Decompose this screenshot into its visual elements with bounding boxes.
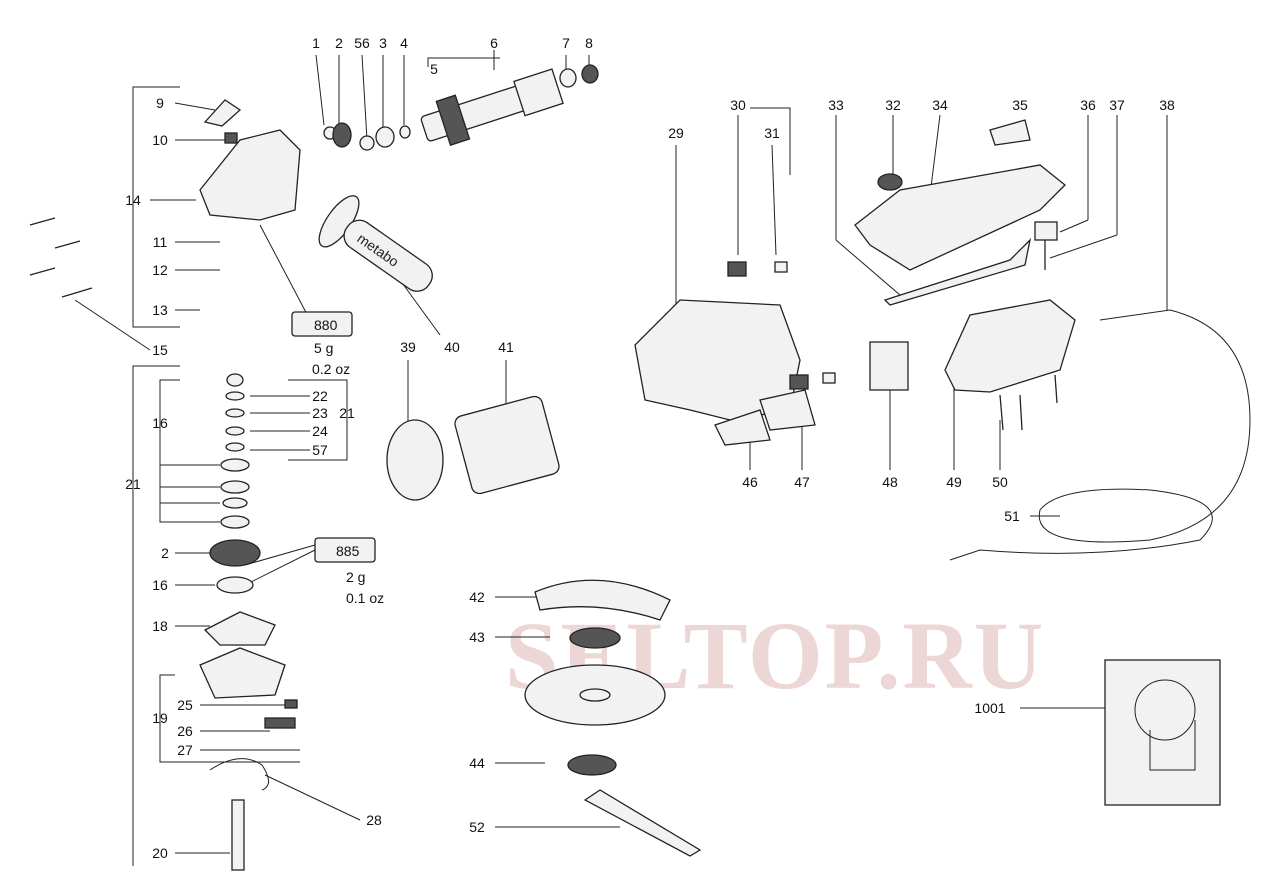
grease-tube-880: 880: [291, 311, 353, 337]
part-label-11: 11: [153, 234, 168, 250]
part-label-47: 47: [794, 474, 810, 490]
lever-part: [203, 99, 242, 127]
part-label-28: 28: [366, 812, 382, 828]
switch: [869, 341, 909, 391]
part-label-12: 12: [152, 262, 168, 278]
part-label-57: 57: [312, 442, 328, 458]
part-label-1001: 1001: [974, 700, 1005, 716]
tube-885-amount-oz: 0.1 oz: [346, 590, 384, 606]
part-label-7: 7: [562, 35, 570, 51]
wheel-guard: [534, 579, 671, 621]
bevel-gear: [209, 539, 261, 567]
part-label-22: 22: [312, 388, 328, 404]
part-label-26: 26: [177, 723, 193, 739]
tube-880-amount-g: 5 g: [314, 340, 333, 356]
part-label-23: 23: [312, 405, 328, 421]
part-label-33: 33: [828, 97, 844, 113]
part-label-1: 1: [312, 35, 320, 51]
part-label-20: 20: [152, 845, 168, 861]
part-label-13: 13: [152, 302, 168, 318]
part-label-16a: 16: [152, 415, 168, 431]
screws: [29, 217, 93, 298]
part-label-36: 36: [1080, 97, 1096, 113]
part-label-19: 19: [152, 710, 168, 726]
part-label-6: 6: [490, 35, 498, 51]
part-label-25: 25: [177, 697, 193, 713]
part-label-8: 8: [585, 35, 593, 51]
part-label-42: 42: [469, 589, 485, 605]
fan-baffle: [386, 419, 444, 501]
part-label-37: 37: [1109, 97, 1125, 113]
part-label-10: 10: [152, 132, 168, 148]
tube-885-code: 885: [336, 543, 360, 559]
bearing-flange: [199, 647, 286, 699]
part-label-40: 40: [444, 339, 460, 355]
stator: [454, 395, 560, 495]
part-label-39: 39: [400, 339, 416, 355]
grease-tube-885: 885: [314, 537, 376, 563]
part-label-24: 24: [312, 423, 328, 439]
part-label-32: 32: [885, 97, 901, 113]
part-label-2: 2: [335, 35, 343, 51]
part-label-50: 50: [992, 474, 1008, 490]
armature: [420, 68, 564, 146]
part-label-14: 14: [125, 192, 141, 208]
part-label-27: 27: [177, 742, 193, 758]
side-handle: metabo: [318, 195, 433, 292]
part-label-31: 31: [764, 125, 780, 141]
top-cover: [854, 164, 1066, 271]
spanner: [583, 789, 702, 857]
part-label-2b: 2: [161, 545, 169, 561]
part-label-16b: 16: [152, 577, 168, 593]
part-label-4: 4: [400, 35, 408, 51]
part-label-51: 51: [1004, 508, 1020, 524]
part-label-43: 43: [469, 629, 485, 645]
part-label-35: 35: [1012, 97, 1028, 113]
power-cord: [949, 309, 1251, 561]
part-label-56: 56: [354, 35, 370, 51]
parts: metabo 880 885: [29, 64, 1251, 871]
part-label-29: 29: [668, 125, 684, 141]
tube-880-amount-oz: 0.2 oz: [312, 361, 350, 377]
part-label-38: 38: [1159, 97, 1175, 113]
rear-housing: [944, 299, 1076, 393]
tube-885-amount-g: 2 g: [346, 569, 365, 585]
part-label-3: 3: [379, 35, 387, 51]
part-label-46: 46: [742, 474, 758, 490]
part-label-18: 18: [152, 618, 168, 634]
part-label-21b: 21: [339, 405, 355, 421]
tube-880-code: 880: [314, 317, 338, 333]
part-label-48: 48: [882, 474, 898, 490]
part-label-44: 44: [469, 755, 485, 771]
part-label-49: 49: [946, 474, 962, 490]
gear-housing: [199, 129, 301, 221]
part-label-9: 9: [156, 95, 164, 111]
part-label-15: 15: [152, 342, 168, 358]
pinion-gear: [332, 122, 352, 148]
part-label-5: 5: [430, 61, 438, 77]
part-label-21a: 21: [125, 476, 141, 492]
part-label-30: 30: [730, 97, 746, 113]
part-label-34: 34: [932, 97, 948, 113]
wiring-diagram-box: [1104, 659, 1221, 806]
part-label-41: 41: [498, 339, 514, 355]
part-label-52: 52: [469, 819, 485, 835]
